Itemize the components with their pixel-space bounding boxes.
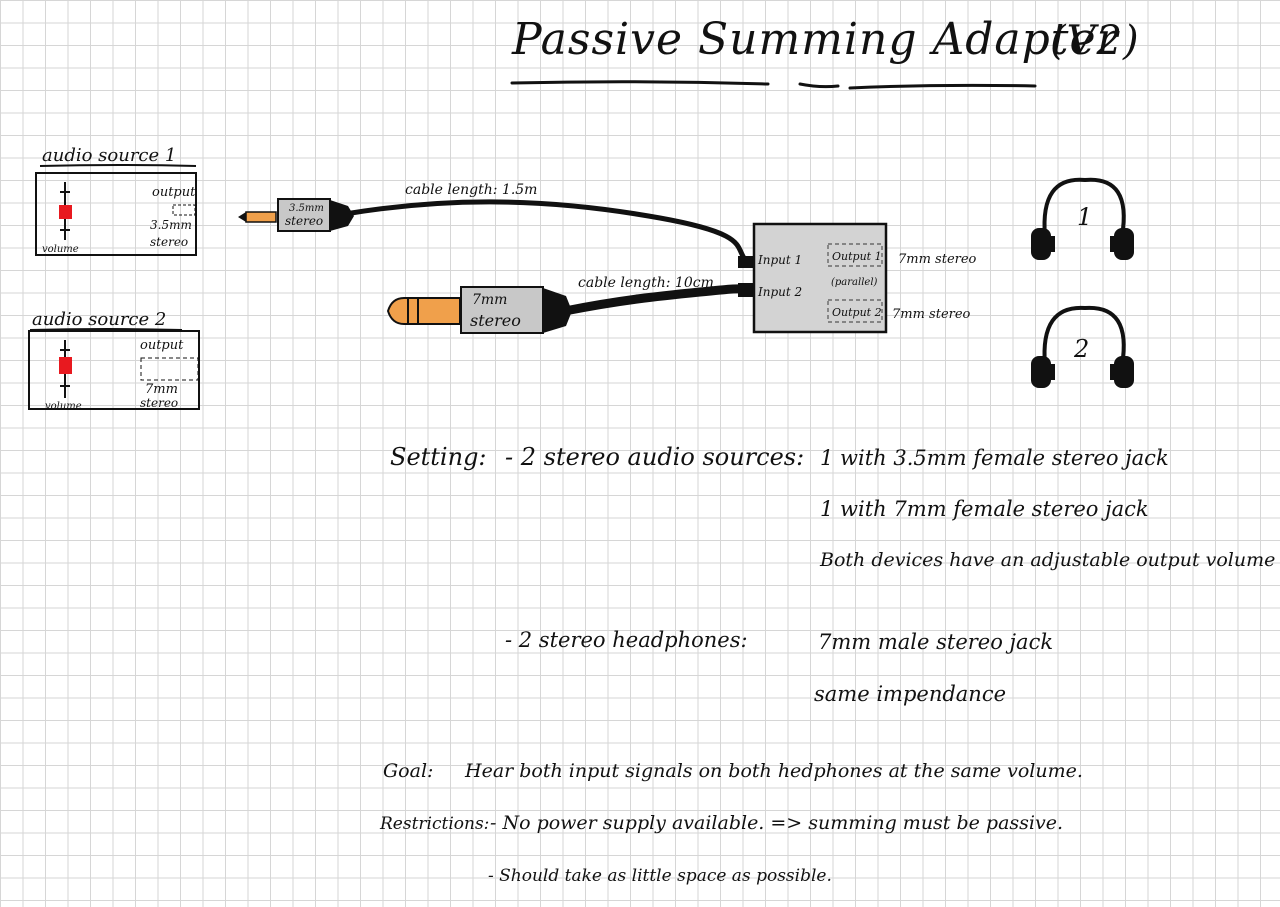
headphones1-number: 1 — [1077, 203, 1092, 231]
setting-headphones-item: - 2 stereo headphones: — [505, 628, 748, 652]
setting-sources-item: - 2 stereo audio sources: — [505, 443, 805, 471]
source2-output-jack — [140, 357, 199, 381]
source1-volume-knob — [59, 205, 72, 219]
page-title: Passive Summing Adapter — [512, 14, 1119, 65]
cable2-length-label: cable length: 10cm — [578, 275, 714, 291]
adapter-output1-spec: 7mm stereo — [898, 252, 977, 267]
summing-adapter: Input 1 Input 2 Output 1 (parallel) Outp… — [752, 222, 977, 334]
source2-jack-type: stereo — [140, 396, 178, 410]
goal-label: Goal: — [383, 760, 434, 782]
source2-volume-knob — [59, 357, 72, 374]
restriction-item: - No power supply available. => summing … — [490, 812, 1064, 834]
setting-label: Setting: — [390, 443, 487, 471]
audio-source-2: audio source 2 output 7mm stereo volume — [28, 309, 200, 412]
cable1-strain-relief — [330, 200, 354, 231]
source1-jack-size: 3.5mm — [150, 218, 192, 232]
source1-output-jack — [172, 204, 196, 216]
cable1-plug-tip — [238, 212, 246, 222]
headphones-1: 1 — [1031, 177, 1134, 260]
adapter-input1-label: Input 1 — [757, 253, 802, 267]
source1-jack-type: stereo — [150, 235, 188, 249]
headphones2-right-cup — [1114, 356, 1134, 388]
headphones-2: 2 — [1031, 305, 1134, 388]
headphones2-right-pad — [1110, 364, 1114, 380]
source2-volume-label: volume — [45, 401, 82, 412]
headphones2-band — [1042, 305, 1126, 366]
source2-jack-size: 7mm — [145, 382, 178, 397]
cable2-plug-body — [460, 286, 544, 334]
source1-title-underline — [39, 164, 197, 167]
headphones1-left-cup — [1031, 228, 1051, 260]
setting-sources-detail: 1 with 3.5mm female stereo jack — [820, 446, 1169, 470]
setting-sources-detail: Both devices have an adjustable output v… — [820, 549, 1276, 571]
headphones2-left-pad — [1051, 364, 1055, 380]
setting-headphones-detail: same impendance — [814, 682, 1007, 706]
audio-source-1: audio source 1 output 3.5mm stereo volum… — [35, 145, 197, 256]
restrictions-label: Restrictions: — [380, 814, 490, 834]
adapter-body — [752, 222, 888, 334]
source2-title: audio source 2 — [32, 309, 166, 330]
cable1-plug-type: stereo — [285, 214, 323, 228]
adapter-output1-label: Output 1 — [832, 250, 882, 263]
source2-output-label: output — [140, 338, 184, 353]
source1-device-box — [35, 172, 197, 256]
setting-headphones-detail: 7mm male stereo jack — [818, 630, 1054, 654]
cable2-strain-relief — [543, 288, 572, 333]
headphones1-band — [1042, 177, 1126, 237]
source1-title: audio source 1 — [42, 145, 176, 166]
cable1-plug-body — [277, 198, 331, 232]
source2-title-underline — [29, 328, 183, 331]
source1-volume-label: volume — [42, 244, 79, 255]
cable1-length-label: cable length: 1.5m — [405, 182, 537, 198]
cable1-wire — [342, 199, 753, 267]
title-underline-3 — [848, 83, 1037, 90]
adapter-output1-jack — [827, 243, 883, 267]
goal-text: Hear both input signals on both hedphone… — [465, 760, 1083, 782]
title-underline-1 — [510, 80, 770, 86]
headphones1-left-pad — [1051, 236, 1055, 252]
cable2-connector — [738, 283, 754, 297]
headphones2-left-cup — [1031, 356, 1051, 388]
headphones1-right-pad — [1110, 236, 1114, 252]
cable2-plug-size: 7mm — [472, 292, 507, 308]
cable2-plug-shaft — [386, 297, 461, 325]
cable1-plug-size: 3.5mm — [289, 203, 324, 214]
cable-1: cable length: 1.5m 3.5mm stereo — [238, 182, 754, 268]
setting-sources-detail: 1 with 7mm female stereo jack — [820, 497, 1149, 521]
headphones2-number: 2 — [1073, 335, 1089, 363]
title-underline-2 — [798, 82, 840, 89]
cable1-plug-shaft — [245, 211, 277, 223]
cable-2: cable length: 10cm 7mm stereo — [386, 275, 754, 334]
adapter-output2-spec: 7mm stereo — [892, 307, 971, 322]
restriction-item: - Should take as little space as possibl… — [488, 866, 832, 886]
cable2-wire — [560, 284, 753, 316]
cable2-plug-type: stereo — [470, 311, 521, 330]
source1-output-label: output — [152, 185, 196, 200]
adapter-output2-jack — [827, 299, 883, 323]
adapter-parallel-label: (parallel) — [831, 277, 878, 288]
source2-device-box — [28, 330, 200, 410]
headphones1-right-cup — [1114, 228, 1134, 260]
adapter-input2-label: Input 2 — [757, 285, 802, 299]
title-version: (V2) — [1050, 18, 1140, 64]
adapter-output2-label: Output 2 — [832, 306, 882, 319]
cable1-connector — [738, 256, 754, 268]
